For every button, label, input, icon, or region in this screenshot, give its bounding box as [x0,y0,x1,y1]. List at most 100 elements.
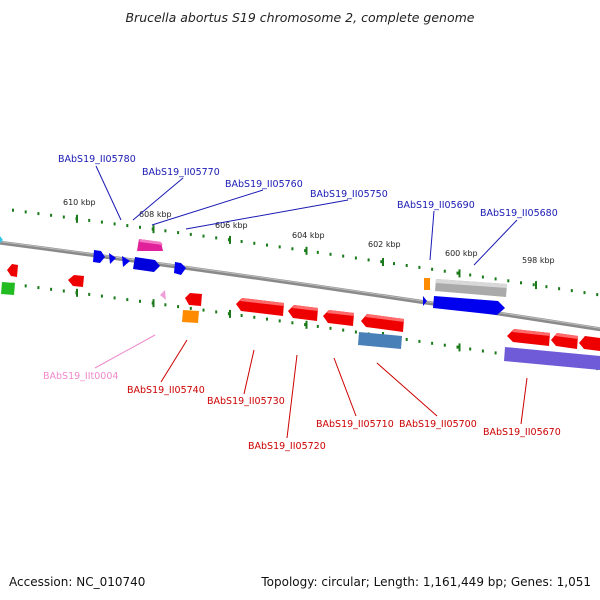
label-BAbS19_II05750[interactable]: BAbS19_II05750 [310,189,388,200]
inner-track-dot [253,315,256,319]
inner-track-dot [405,338,408,341]
gene-BAbS19_II05750[interactable] [174,262,186,275]
gene-BAbS19_II05760[interactable] [133,257,160,272]
inner-track-dot [431,341,434,345]
gene-BAbS19_II05740[interactable] [185,293,202,306]
outer-track-major-tick [458,269,461,278]
outer-track-dot [291,247,294,251]
outer-track-dot [88,218,91,222]
outer-track-dot [227,238,230,242]
inner-track-dot [88,292,91,296]
scale-label-600: 600 kbp [445,249,478,258]
label-BAbS19_II05670[interactable]: BAbS19_II05670 [483,427,561,438]
accession-text: Accession: NC_010740 [9,575,146,589]
gene-green-left[interactable] [1,282,15,295]
gene-BAbS19_II05780-b[interactable] [109,253,116,264]
gene-orange-lower[interactable] [182,310,199,323]
scale-label-606: 606 kbp [215,221,248,230]
gene-blue-long[interactable] [433,296,505,315]
label-BAbS19_II05720[interactable]: BAbS19_II05720 [248,441,326,452]
inner-track-dot [443,343,446,347]
outer-track-dot [380,260,383,264]
label-BAbS19_II05780[interactable]: BAbS19_II05780 [58,154,136,165]
gene-BAbS19_II05780[interactable] [93,250,105,263]
trna-callout-line [94,334,156,369]
gene-BAbS19_II05690[interactable] [424,278,430,290]
map-title: Brucella abortus S19 chromosome 2, compl… [125,10,475,25]
label-BAbS19_II05770[interactable]: BAbS19_II05770 [142,167,220,178]
outer-track-dot [570,289,573,293]
outer-track-major-tick [535,281,537,290]
label-BAbS19_II05680[interactable]: BAbS19_II05680 [480,208,558,219]
label-BAbS19_II05760[interactable]: BAbS19_II05760 [225,179,303,190]
inner-track-dot [50,287,53,291]
inner-track-major-tick [76,288,78,297]
label-BAbS19_II05730[interactable]: BAbS19_II05730 [207,396,285,407]
outer-track-dot [342,254,345,258]
outer-track-dot [113,222,116,226]
inner-track-dot [215,310,218,314]
topology-info-text: Topology: circular; Length: 1,161,449 bp… [261,575,591,589]
outer-track-dot [583,291,586,295]
inner-track-dot [469,347,472,351]
inner-track-dot [278,319,281,323]
gene-pink-trna[interactable] [160,290,166,300]
outer-track-dot [431,267,434,271]
outer-track-dot [215,236,218,240]
gene-cyan-edge[interactable] [0,236,3,243]
inner-track-dot [202,308,205,312]
inner-track-major-tick [152,299,155,308]
inner-track-dot [62,289,65,293]
chromosome-backbone-highlight [0,241,600,329]
gene-blue-small[interactable] [423,296,427,306]
outer-track-dot [494,277,497,281]
outer-track-dot [253,241,256,245]
inner-track-dot [126,298,129,302]
outer-track-dot [456,271,459,275]
outer-track-dot [50,213,53,217]
outer-track-dot [126,224,129,228]
gene-BAbS19_II05770[interactable] [122,256,130,267]
inner-track-major-tick [305,320,308,329]
inner-track-dot [494,351,497,355]
inner-track-dot [113,296,116,300]
label-BAbS19_II05710[interactable]: BAbS19_II05710 [316,419,394,430]
inner-track-dot [240,314,243,317]
inner-track-dot [304,323,307,327]
outer-track-dot [100,220,103,224]
outer-track-dot [418,265,421,269]
inner-track-dot [456,345,459,349]
scale-label-604: 604 kbp [292,231,325,240]
gene-red-right-3[interactable] [579,336,600,351]
outer-track-dot [507,279,510,283]
gene-steelblue[interactable] [358,332,402,349]
inner-track-dot [418,339,421,343]
outer-track-major-tick [305,246,308,255]
outer-track-dot [266,243,268,247]
inner-track-dot [342,328,345,332]
outer-track-dot [177,231,180,235]
inner-track-major-tick [458,343,461,352]
inner-track-major-tick [229,309,231,318]
gene-purple[interactable] [504,347,600,370]
outer-track-dot [367,258,370,262]
outer-track-major-tick [152,225,155,234]
label-BAbS19_II05740[interactable]: BAbS19_II05740 [127,385,205,396]
outer-track-dot [240,240,243,243]
label-BAbS19_II05690[interactable]: BAbS19_II05690 [397,200,475,211]
outer-track-dot [469,273,472,277]
inner-track-dot [189,306,192,310]
inner-track-dot [139,299,141,303]
inner-track-dot [316,324,319,328]
label-BAbS19_II05700[interactable]: BAbS19_II05700 [399,419,477,430]
outer-track-dot [12,208,14,212]
gene-red-left-1[interactable] [7,264,18,277]
scale-label-598: 598 kbp [522,256,555,265]
outer-track-dot [139,225,141,229]
label-BAbS19_IIt0004[interactable]: BAbS19_IIt0004 [43,371,118,382]
inner-track-dot [291,321,294,325]
outer-track-major-tick [229,235,231,244]
gene-red-left-2[interactable] [68,275,84,287]
gene-magenta-top [139,239,163,245]
